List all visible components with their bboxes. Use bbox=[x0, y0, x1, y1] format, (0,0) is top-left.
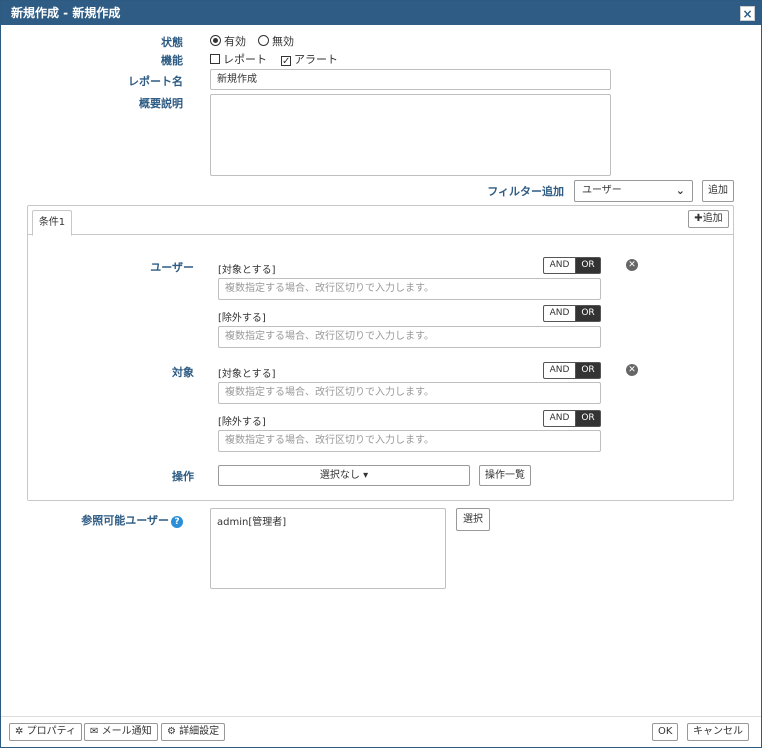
help-icon[interactable]: ? bbox=[171, 516, 183, 528]
and-option[interactable]: AND bbox=[543, 362, 576, 379]
condition-tabbar bbox=[28, 206, 733, 235]
checkbox-unchecked-icon bbox=[210, 54, 220, 64]
target-condition-label: 対象 bbox=[172, 366, 194, 379]
envelope-icon: ✉ bbox=[90, 726, 99, 737]
gear-icon: ✲ bbox=[15, 726, 24, 737]
property-button-label: プロパティ bbox=[26, 726, 76, 737]
function-report-label: レポート bbox=[223, 53, 267, 66]
status-enabled-label: 有効 bbox=[224, 35, 246, 48]
operation-label: 操作 bbox=[172, 470, 194, 483]
report-name-input[interactable]: 新規作成 bbox=[210, 69, 611, 90]
chevron-down-icon: ⌄ bbox=[675, 184, 685, 197]
user-exclude-toggle[interactable]: AND OR bbox=[543, 305, 601, 322]
dialog-titlebar: 新規作成 - 新規作成 bbox=[1, 1, 761, 25]
filter-add-button[interactable]: 追加 bbox=[702, 180, 734, 202]
viewer-item: admin[管理者] bbox=[217, 517, 287, 528]
radio-unselected-icon bbox=[258, 35, 269, 46]
function-label: 機能 bbox=[161, 54, 183, 67]
target-include-input[interactable]: 複数指定する場合、改行区切りで入力します。 bbox=[218, 382, 601, 404]
operation-list-button[interactable]: 操作一覧 bbox=[479, 465, 531, 486]
gears-icon: ⚙ bbox=[167, 726, 176, 737]
description-label: 概要説明 bbox=[139, 97, 183, 110]
mail-button-label: メール通知 bbox=[101, 726, 152, 737]
user-include-input[interactable]: 複数指定する場合、改行区切りで入力します。 bbox=[218, 278, 601, 300]
ok-button[interactable]: OK bbox=[652, 723, 679, 741]
mail-notify-button[interactable]: ✉ メール通知 bbox=[84, 723, 158, 741]
user-include-label: [対象とする] bbox=[218, 265, 276, 276]
filter-select[interactable]: ユーザー ⌄ bbox=[574, 180, 693, 202]
description-textarea[interactable] bbox=[210, 94, 611, 176]
footer-divider bbox=[1, 716, 761, 717]
viewers-list[interactable]: admin[管理者] bbox=[210, 508, 446, 589]
user-include-placeholder: 複数指定する場合、改行区切りで入力します。 bbox=[225, 283, 434, 294]
status-radio-disabled[interactable]: 無効 bbox=[258, 33, 294, 49]
user-exclude-label: [除外する] bbox=[218, 313, 266, 324]
report-name-label: レポート名 bbox=[128, 75, 183, 88]
condition-add-button[interactable]: ✚追加 bbox=[688, 210, 729, 228]
remove-user-condition-icon[interactable]: ✕ bbox=[626, 259, 638, 271]
function-checkbox-alert[interactable]: ✓アラート bbox=[281, 51, 338, 67]
user-exclude-input[interactable]: 複数指定する場合、改行区切りで入力します。 bbox=[218, 326, 601, 348]
remove-target-condition-icon[interactable]: ✕ bbox=[626, 364, 638, 376]
target-exclude-input[interactable]: 複数指定する場合、改行区切りで入力します。 bbox=[218, 430, 601, 452]
and-option[interactable]: AND bbox=[543, 305, 576, 322]
target-exclude-toggle[interactable]: AND OR bbox=[543, 410, 601, 427]
dialog-title: 新規作成 - 新規作成 bbox=[11, 6, 121, 20]
or-option[interactable]: OR bbox=[576, 257, 601, 274]
target-include-toggle[interactable]: AND OR bbox=[543, 362, 601, 379]
close-icon[interactable]: × bbox=[740, 6, 755, 21]
target-include-label: [対象とする] bbox=[218, 369, 276, 380]
viewers-label: 参照可能ユーザー? bbox=[81, 512, 183, 528]
or-option[interactable]: OR bbox=[576, 362, 601, 379]
radio-selected-icon bbox=[210, 35, 221, 46]
viewers-label-text: 参照可能ユーザー bbox=[81, 514, 169, 527]
or-option[interactable]: OR bbox=[576, 410, 601, 427]
user-exclude-placeholder: 複数指定する場合、改行区切りで入力します。 bbox=[225, 331, 434, 342]
or-option[interactable]: OR bbox=[576, 305, 601, 322]
property-button[interactable]: ✲ プロパティ bbox=[9, 723, 82, 741]
status-label: 状態 bbox=[161, 36, 183, 49]
filter-select-value: ユーザー bbox=[582, 185, 622, 196]
cancel-button[interactable]: キャンセル bbox=[687, 723, 749, 741]
target-exclude-label: [除外する] bbox=[218, 417, 266, 428]
status-disabled-label: 無効 bbox=[272, 35, 294, 48]
report-name-value: 新規作成 bbox=[217, 74, 257, 85]
user-include-toggle[interactable]: AND OR bbox=[543, 257, 601, 274]
detail-settings-button[interactable]: ⚙ 詳細設定 bbox=[161, 723, 226, 741]
detail-button-label: 詳細設定 bbox=[179, 726, 220, 737]
and-option[interactable]: AND bbox=[543, 410, 576, 427]
viewers-select-button[interactable]: 選択 bbox=[456, 508, 490, 531]
filter-label: フィルター追加 bbox=[487, 185, 564, 198]
operation-select-value: 選択なし bbox=[319, 470, 360, 481]
plus-icon: ✚ bbox=[694, 213, 703, 224]
checkbox-checked-icon: ✓ bbox=[281, 56, 291, 67]
function-checkbox-report[interactable]: レポート bbox=[210, 51, 267, 67]
target-include-placeholder: 複数指定する場合、改行区切りで入力します。 bbox=[225, 387, 434, 398]
condition-add-label: 追加 bbox=[702, 213, 723, 224]
status-radio-enabled[interactable]: 有効 bbox=[210, 33, 246, 49]
function-alert-label: アラート bbox=[294, 53, 338, 66]
user-condition-label: ユーザー bbox=[150, 261, 194, 274]
tab-condition-1[interactable]: 条件1 bbox=[32, 210, 72, 236]
target-exclude-placeholder: 複数指定する場合、改行区切りで入力します。 bbox=[225, 435, 434, 446]
operation-select[interactable]: 選択なし ▾ bbox=[218, 465, 470, 486]
and-option[interactable]: AND bbox=[543, 257, 576, 274]
caret-down-icon: ▾ bbox=[359, 470, 369, 481]
condition-panel: 条件1 ✚追加 ユーザー [対象とする] AND OR ✕ 複数指定する場合、改… bbox=[27, 205, 734, 501]
